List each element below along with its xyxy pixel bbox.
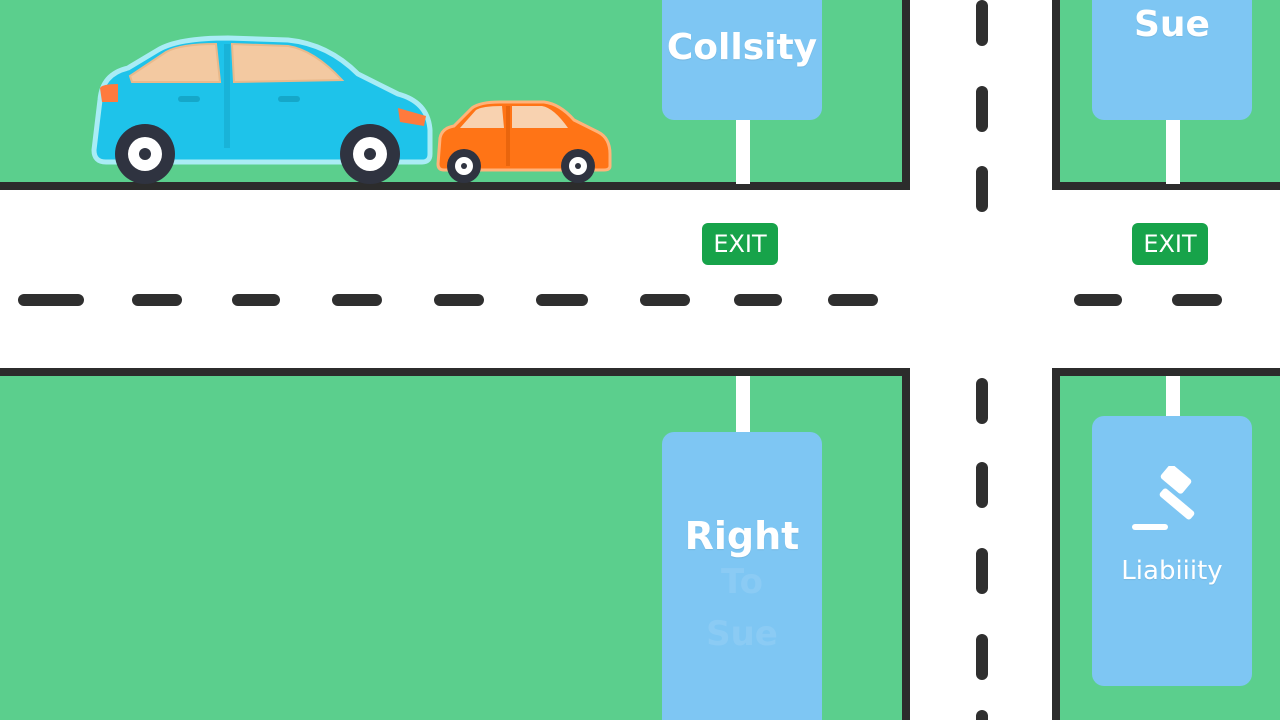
sign-right-faded-text-2: Sue <box>706 614 778 654</box>
lane-dash <box>828 294 878 306</box>
sign-liability: Liabiiity <box>1092 416 1252 686</box>
lane-dash <box>976 86 988 132</box>
curb-bottom-left-top <box>0 368 910 376</box>
sign-sue: Sue <box>1092 0 1252 120</box>
lane-dash <box>976 0 988 46</box>
lane-dash <box>1074 294 1122 306</box>
lane-dash <box>232 294 280 306</box>
curb-top-right-left <box>1052 0 1060 190</box>
sign-collsity-label: Collsity <box>666 26 818 68</box>
lane-dash <box>976 634 988 680</box>
lane-dash <box>18 294 84 306</box>
lane-dash <box>536 294 588 306</box>
lane-dash <box>976 462 988 508</box>
curb-top-left-right <box>902 0 910 190</box>
curb-bottom-right-top <box>1052 368 1280 376</box>
sign-post <box>1166 376 1180 420</box>
horizontal-road <box>0 188 1280 372</box>
sign-right: Right To Sue <box>662 432 822 720</box>
sign-collsity: Collsity <box>662 0 822 120</box>
lane-dash <box>734 294 782 306</box>
lane-dash <box>976 378 988 424</box>
sign-right-label: Right <box>684 514 800 558</box>
curb-top-right-bottom <box>1052 182 1280 190</box>
exit-sign: EXIT <box>702 223 778 265</box>
small-car-icon <box>436 100 612 183</box>
sign-post <box>1166 110 1180 184</box>
sign-sue-label: Sue <box>1134 4 1210 45</box>
sign-right-faded-text-1: To <box>720 562 764 602</box>
exit-sign: EXIT <box>1132 223 1208 265</box>
hatchback-car-icon <box>91 35 433 184</box>
curb-top-left-bottom <box>0 182 910 190</box>
curb-bottom-right-left <box>1052 368 1060 720</box>
lane-dash <box>132 294 182 306</box>
sign-post <box>736 110 750 184</box>
gavel-icon <box>1132 466 1195 530</box>
lane-dash <box>434 294 484 306</box>
lane-dash <box>976 710 988 720</box>
curb-bottom-left-right <box>902 368 910 720</box>
lane-dash <box>976 548 988 594</box>
lane-dash <box>332 294 382 306</box>
exit-sign-label: EXIT <box>713 230 767 258</box>
lane-dash <box>976 166 988 212</box>
sign-liability-label: Liabiiity <box>1121 556 1223 586</box>
exit-sign-label: EXIT <box>1143 230 1197 258</box>
lane-dash <box>640 294 690 306</box>
sign-post <box>736 376 750 438</box>
lane-dash <box>1172 294 1222 306</box>
